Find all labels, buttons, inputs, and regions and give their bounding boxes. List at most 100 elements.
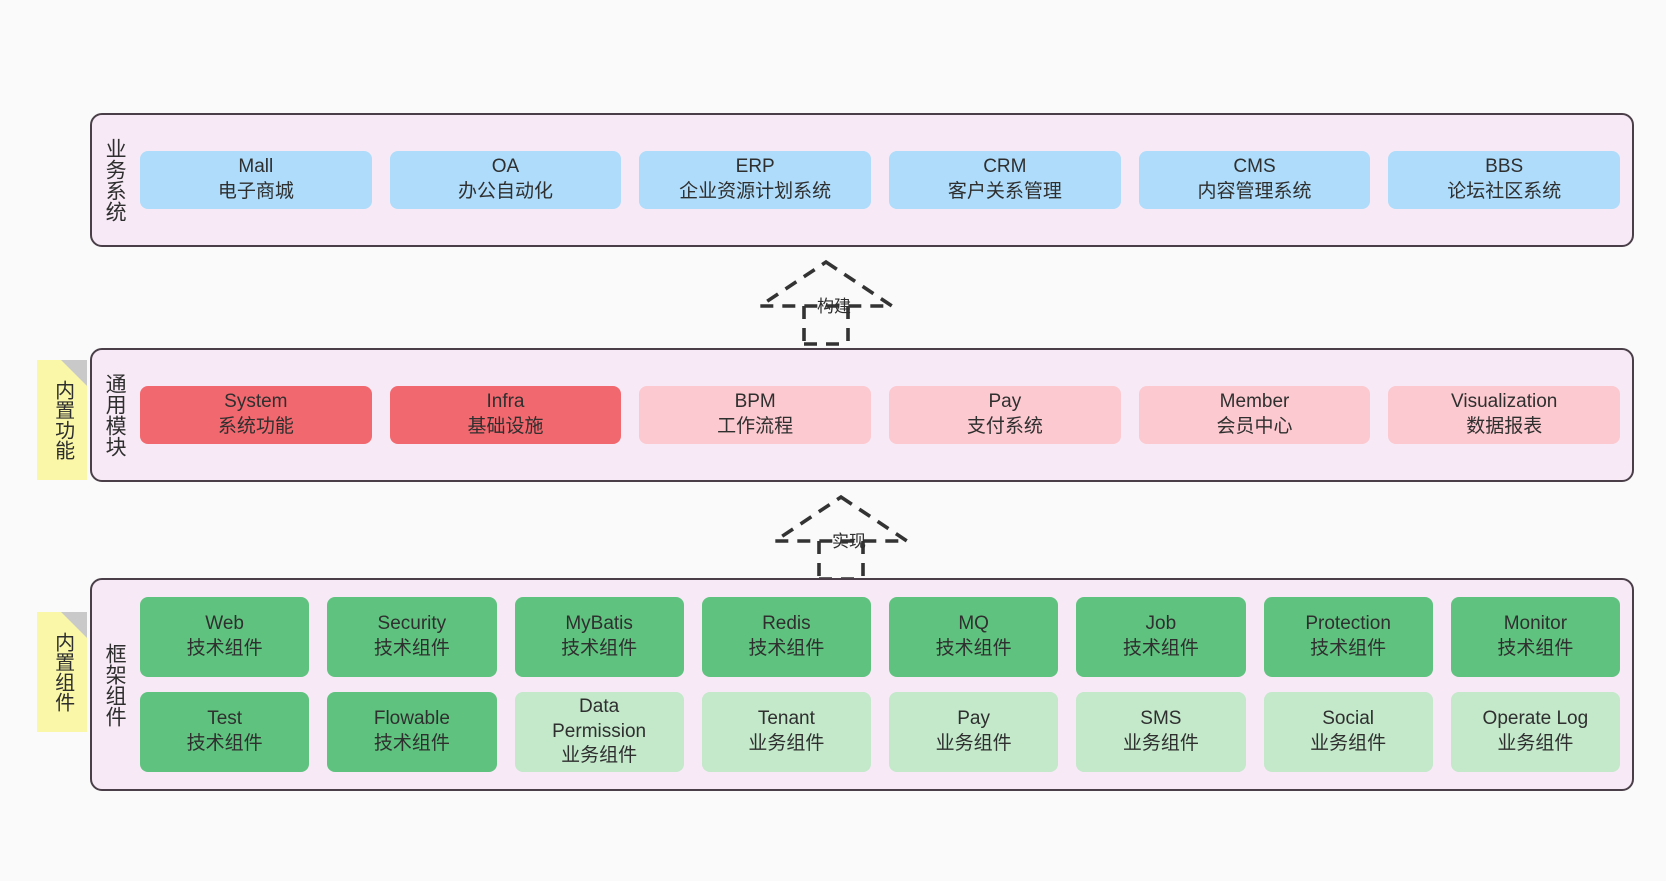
node-title: Member — [1219, 391, 1290, 413]
layer-row: Mall 电子商城 OA 办公自动化 ERP 企业资源计划系统 CRM 客户关系… — [140, 151, 1621, 209]
node-title: Test — [207, 708, 243, 730]
node-security[interactable]: Security 技术组件 — [327, 597, 497, 677]
connector-build: 构建 — [754, 259, 900, 346]
layer-common-module: 通用模块 System 系统功能 Infra 基础设施 BPM 工作流程 Pay… — [90, 348, 1634, 482]
node-tenant[interactable]: Tenant 业务组件 — [701, 692, 871, 772]
node-subtitle: 技术组件 — [1122, 638, 1199, 659]
connector-implement-label: 实现 — [832, 532, 866, 551]
node-title: Job — [1145, 613, 1177, 635]
node-subtitle: 业务组件 — [561, 745, 638, 767]
node-erp[interactable]: ERP 企业资源计划系统 — [639, 151, 872, 209]
layer-row: Web 技术组件 Security 技术组件 MyBatis 技术组件 Redi… — [140, 597, 1620, 677]
layer-title-business-system: 业务系统 — [103, 138, 127, 222]
node-subtitle: 技术组件 — [935, 638, 1012, 659]
node-oa[interactable]: OA 办公自动化 — [389, 151, 622, 209]
node-social[interactable]: Social 业务组件 — [1263, 692, 1433, 772]
node-subtitle: 办公自动化 — [458, 181, 554, 202]
node-subtitle: 技术组件 — [1497, 638, 1574, 659]
node-subtitle: 论坛社区系统 — [1447, 181, 1562, 202]
node-web[interactable]: Web 技术组件 — [140, 597, 310, 677]
node-subtitle: 技术组件 — [186, 638, 263, 659]
node-operate-log[interactable]: Operate Log 业务组件 — [1450, 692, 1620, 772]
layer-row: System 系统功能 Infra 基础设施 BPM 工作流程 Pay 支付系统… — [140, 386, 1621, 444]
node-pay[interactable]: Pay 支付系统 — [889, 386, 1121, 444]
layer-title-framework-component: 框架组件 — [103, 642, 127, 727]
layer-body-business-system: Mall 电子商城 OA 办公自动化 ERP 企业资源计划系统 CRM 客户关系… — [136, 115, 1632, 245]
connector-implement: 实现 — [769, 494, 915, 581]
node-title: Social — [1322, 708, 1374, 730]
node-redis[interactable]: Redis 技术组件 — [701, 597, 871, 677]
node-visualization[interactable]: Visualization 数据报表 — [1388, 386, 1621, 444]
layer-body-framework-component: Web 技术组件 Security 技术组件 MyBatis 技术组件 Redi… — [136, 580, 1632, 789]
node-member[interactable]: Member 会员中心 — [1138, 386, 1371, 444]
node-title: ERP — [735, 156, 775, 178]
node-title: CMS — [1233, 156, 1276, 178]
node-subtitle: 技术组件 — [186, 733, 263, 754]
node-title: OA — [491, 156, 520, 178]
node-mq[interactable]: MQ 技术组件 — [889, 597, 1059, 677]
node-subtitle: 业务组件 — [748, 733, 825, 754]
layer-row: Test 技术组件 Flowable 技术组件 Data Permission … — [140, 692, 1620, 772]
node-subtitle: 技术组件 — [561, 638, 638, 659]
node-data-permission[interactable]: Data Permission 业务组件 — [514, 692, 684, 772]
node-infra[interactable]: Infra 基础设施 — [389, 386, 622, 444]
node-subtitle: 会员中心 — [1216, 416, 1293, 437]
node-subtitle: 业务组件 — [1497, 733, 1574, 754]
node-mybatis[interactable]: MyBatis 技术组件 — [514, 597, 684, 677]
node-subtitle: 内容管理系统 — [1197, 181, 1312, 202]
node-title: BPM — [734, 391, 776, 413]
node-title: Security — [377, 613, 447, 635]
node-subtitle: 业务组件 — [935, 733, 1012, 754]
node-title: Infra — [486, 391, 525, 413]
node-monitor[interactable]: Monitor 技术组件 — [1450, 597, 1620, 677]
sticky-note-label: 内置功能 — [51, 380, 74, 460]
node-protection[interactable]: Protection 技术组件 — [1263, 597, 1433, 677]
sticky-note-builtin-function: 内置功能 — [37, 360, 87, 480]
generalization-arrow-icon — [754, 259, 898, 346]
node-subtitle: 技术组件 — [373, 733, 450, 754]
sticky-note-label: 内置组件 — [51, 632, 74, 712]
sticky-note-builtin-component: 内置组件 — [37, 612, 87, 732]
node-title: Pay — [988, 391, 1022, 413]
node-crm[interactable]: CRM 客户关系管理 — [889, 151, 1121, 209]
node-title: BBS — [1485, 156, 1524, 178]
node-title: System — [224, 391, 288, 413]
node-title: Redis — [762, 613, 811, 635]
connector-build-label: 构建 — [817, 297, 851, 316]
node-subtitle: 技术组件 — [1310, 638, 1387, 659]
node-subtitle: 支付系统 — [966, 416, 1043, 437]
node-title: Mall — [238, 156, 274, 178]
node-system[interactable]: System 系统功能 — [140, 386, 372, 444]
node-title: Monitor — [1503, 613, 1568, 635]
node-subtitle: 客户关系管理 — [947, 181, 1062, 202]
node-title: Operate Log — [1482, 708, 1589, 730]
node-mall[interactable]: Mall 电子商城 — [140, 151, 372, 209]
node-subtitle: 技术组件 — [748, 638, 825, 659]
node-title: Web — [205, 613, 244, 635]
node-subtitle: 业务组件 — [1122, 733, 1199, 754]
node-title: CRM — [983, 156, 1027, 178]
node-title: Tenant — [757, 708, 815, 730]
node-job[interactable]: Job 技术组件 — [1076, 597, 1246, 677]
node-sms[interactable]: SMS 业务组件 — [1076, 692, 1246, 772]
node-flowable[interactable]: Flowable 技术组件 — [327, 692, 497, 772]
node-bpm[interactable]: BPM 工作流程 — [639, 386, 872, 444]
node-title: Visualization — [1451, 391, 1558, 413]
node-title: SMS — [1140, 708, 1182, 730]
node-bbs[interactable]: BBS 论坛社区系统 — [1388, 151, 1621, 209]
node-title: Data Permission — [552, 695, 647, 742]
node-subtitle: 业务组件 — [1310, 733, 1387, 754]
node-title: MQ — [958, 613, 989, 635]
node-title: Flowable — [373, 708, 450, 730]
node-pay-component[interactable]: Pay 业务组件 — [889, 692, 1059, 772]
node-cms[interactable]: CMS 内容管理系统 — [1138, 151, 1371, 209]
layer-title-common-module: 通用模块 — [103, 373, 127, 457]
layer-framework-component: 框架组件 Web 技术组件 Security 技术组件 MyBatis 技术组件… — [90, 578, 1634, 791]
node-subtitle: 工作流程 — [717, 416, 794, 437]
node-subtitle: 系统功能 — [217, 416, 294, 437]
node-subtitle: 电子商城 — [217, 181, 294, 202]
node-title: Pay — [957, 708, 990, 730]
node-subtitle: 技术组件 — [373, 638, 450, 659]
node-test[interactable]: Test 技术组件 — [140, 692, 310, 772]
